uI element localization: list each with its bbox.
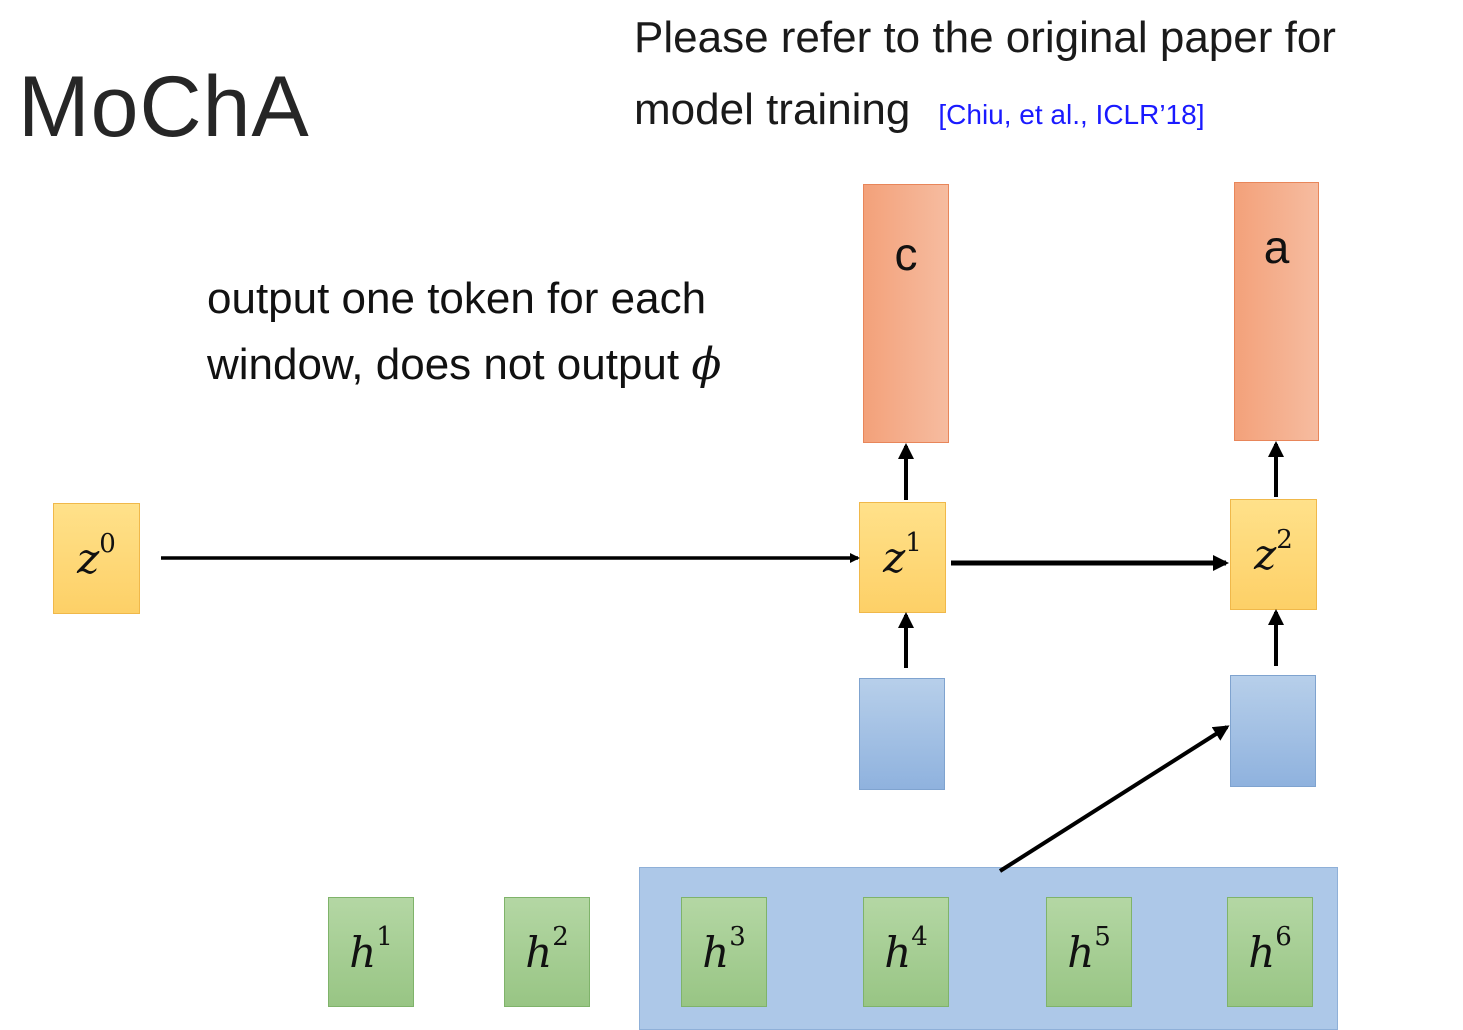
- output-token-c: c: [863, 184, 949, 443]
- decoder-state-z2: z2: [1230, 499, 1317, 610]
- training-note: Please refer to the original paper for m…: [634, 2, 1336, 151]
- citation: [Chiu, et al., ICLR’18]: [938, 99, 1205, 130]
- encoder-state-h4: h4: [863, 897, 949, 1007]
- encoder-state-h5: h5: [1046, 897, 1132, 1007]
- description-line-2: window, does not output ϕ: [207, 332, 721, 398]
- encoder-state-h2: h2: [504, 897, 590, 1007]
- description: output one token for each window, does n…: [207, 266, 721, 398]
- encoder-state-h1: h1: [328, 897, 414, 1007]
- note-line-1: Please refer to the original paper for: [634, 13, 1336, 62]
- note-line-2-text: model training: [634, 85, 911, 134]
- context-vector-2: [1230, 675, 1316, 787]
- slide-title: MoChA: [18, 59, 310, 155]
- context-vector-1: [859, 678, 945, 790]
- encoder-symbol: h3: [702, 922, 746, 977]
- state-symbol: z0: [77, 528, 116, 583]
- state-symbol: z1: [883, 527, 922, 582]
- encoder-state-h6: h6: [1227, 897, 1313, 1007]
- output-token-label: a: [1263, 220, 1290, 273]
- description-line-2-text: window, does not output: [207, 340, 692, 389]
- encoder-symbol: h6: [1248, 922, 1292, 977]
- state-symbol: z2: [1254, 524, 1293, 579]
- decoder-state-z0: z0: [53, 503, 140, 614]
- arrow-window-to-context2: [998, 725, 1230, 873]
- output-token-label: c: [894, 227, 918, 280]
- encoder-symbol: h1: [349, 922, 393, 977]
- phi-symbol: ϕ: [691, 339, 722, 390]
- encoder-symbol: h5: [1067, 922, 1111, 977]
- description-line-1: output one token for each: [207, 274, 707, 323]
- encoder-symbol: h2: [525, 922, 569, 977]
- note-line-2: model training [Chiu, et al., ICLR’18]: [634, 74, 1336, 151]
- encoder-state-h3: h3: [681, 897, 767, 1007]
- encoder-symbol: h4: [884, 922, 928, 977]
- output-token-a: a: [1234, 182, 1319, 441]
